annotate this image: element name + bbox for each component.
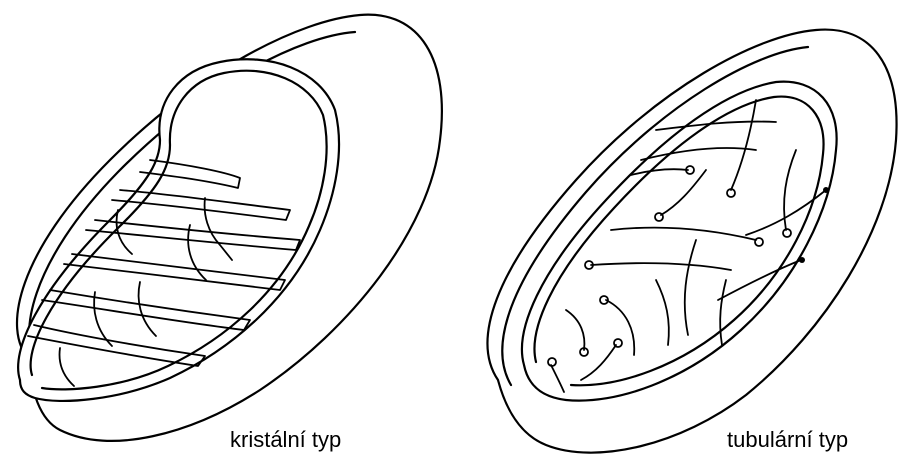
- mitochondrion-cristal-illustration: [0, 0, 456, 463]
- tubule-junction: [823, 187, 829, 193]
- mitochondrion-tubular-type: tubulární typ: [456, 0, 912, 463]
- caption-tubular-type: tubulární typ: [727, 429, 848, 451]
- mitochondrion-cristal-type: kristální typ: [0, 0, 456, 463]
- caption-cristal-type: kristální typ: [230, 429, 341, 451]
- tubule-junction: [799, 257, 805, 263]
- mitochondrion-tubular-illustration: [456, 0, 912, 463]
